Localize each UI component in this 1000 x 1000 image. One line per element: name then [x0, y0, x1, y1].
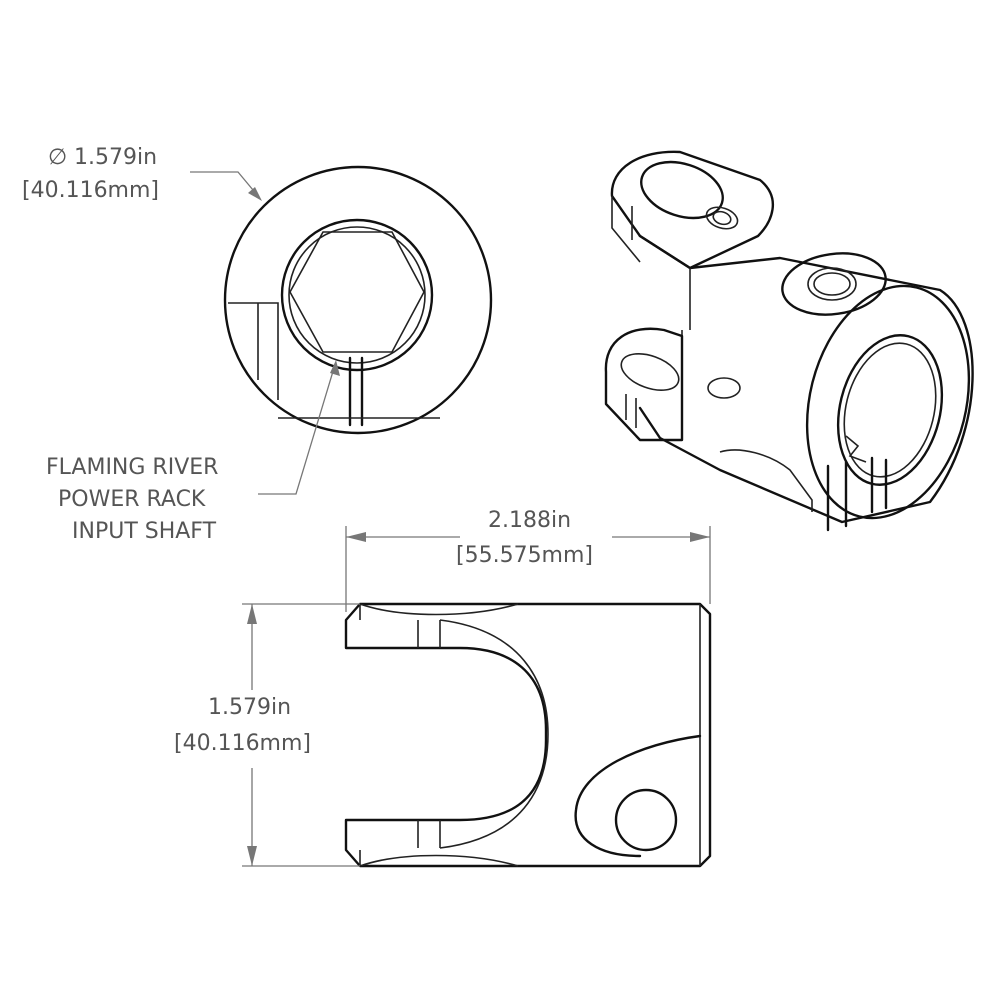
- shaft-leader: [258, 360, 340, 495]
- top-ear-bore: [640, 160, 724, 220]
- diameter-symbol-icon: ∅: [48, 145, 67, 170]
- clamp-boss: [574, 734, 702, 858]
- side-boss: [781, 252, 887, 316]
- height-value-mm: [40.116mm]: [174, 731, 311, 756]
- diameter-leader: [190, 171, 262, 201]
- height-value-in: 1.579in: [208, 695, 291, 720]
- shaft-hex-profile: [289, 231, 425, 353]
- shaft-label-line1: FLAMING RIVER: [46, 455, 218, 480]
- side-profile: [344, 602, 712, 868]
- set-screw-top: [705, 206, 739, 230]
- slot: [348, 356, 364, 427]
- side-boss-hole: [807, 267, 857, 301]
- diameter-value-mm: [40.116mm]: [22, 178, 159, 203]
- small-hole: [707, 377, 741, 399]
- end-view: [223, 165, 493, 435]
- bore-circle: [280, 218, 434, 372]
- end-slot: [826, 456, 888, 532]
- isometric-view: [604, 150, 974, 532]
- bore-inner-circle: [288, 226, 426, 364]
- end-face: [805, 284, 971, 520]
- clamp-bolt-hole: [614, 788, 678, 852]
- top-ear: [610, 150, 775, 270]
- width-value-in: 2.188in: [488, 508, 571, 533]
- outer-diameter-circle: [223, 165, 493, 435]
- clamp-flat: [228, 302, 279, 400]
- width-value-mm: [55.575mm]: [456, 543, 593, 568]
- bottom-ear: [604, 327, 684, 442]
- width-dimension: [345, 526, 711, 612]
- height-dimension: [242, 603, 360, 867]
- shaft-label-line3: INPUT SHAFT: [72, 519, 217, 544]
- end-bore: [836, 334, 944, 486]
- body-outline: [638, 234, 974, 524]
- shaft-label-line2: POWER RACK: [58, 487, 206, 512]
- diameter-value-in: 1.579in: [74, 145, 157, 170]
- side-view: [344, 602, 712, 868]
